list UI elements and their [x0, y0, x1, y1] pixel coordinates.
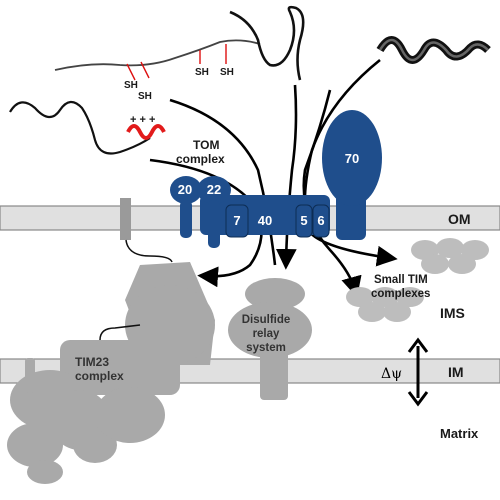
arrow-down-icon — [407, 391, 429, 407]
sh-bond — [126, 63, 136, 81]
small-tim-label: complexes — [371, 288, 430, 300]
disulfide-relay-system — [228, 278, 312, 400]
import-arrow — [303, 58, 398, 267]
om-label: OM — [448, 211, 471, 227]
sh-label: SH — [124, 80, 138, 91]
tom-complex-label: complex — [176, 152, 225, 166]
tom22-subunit — [197, 176, 231, 204]
disulfide-label: relay — [253, 328, 280, 340]
tom22-label: 22 — [207, 182, 221, 197]
hairpin-precursor — [229, 5, 305, 81]
ims-label: IMS — [440, 305, 465, 321]
tom70-subunit — [322, 110, 382, 206]
tom20-subunit — [170, 176, 202, 204]
small-tim-complexes — [346, 238, 489, 322]
im-label: IM — [448, 364, 464, 380]
tether-line — [125, 239, 173, 263]
arrow-up-icon — [407, 337, 429, 353]
tom40-label: 40 — [258, 213, 272, 228]
red-helix-icon — [126, 124, 166, 140]
tom7-label: 7 — [233, 213, 240, 228]
tim23-complex — [7, 262, 215, 484]
cysteine-precursor-chain — [54, 39, 261, 71]
import-arrow — [275, 84, 298, 270]
sh-label: SH — [220, 67, 234, 78]
tom70-label: 70 — [345, 151, 359, 166]
tether-line — [99, 324, 141, 341]
delta-psi-label: Δψ — [381, 366, 402, 382]
tom20-stem — [180, 200, 192, 238]
disulfide-label: system — [246, 342, 286, 354]
tom6-label: 6 — [317, 213, 324, 228]
small-tim-label: Small TIM — [374, 274, 428, 286]
tom20-label: 20 — [178, 182, 192, 197]
tom-complex-label: TOM — [193, 138, 219, 152]
tom22-stem — [208, 200, 220, 248]
import-arrow — [169, 98, 277, 266]
tom6-subunit — [312, 204, 330, 238]
tom5-subunit — [295, 204, 313, 238]
tom-complex — [170, 110, 382, 248]
positive-charges: + + + — [130, 114, 155, 126]
disulfide-label: Disulfide — [242, 314, 291, 326]
helical-precursor — [376, 36, 491, 64]
sh-label: SH — [195, 67, 209, 78]
tim23-label: complex — [75, 369, 124, 383]
om-channel — [120, 198, 131, 240]
tim23-label: TIM23 — [75, 355, 109, 369]
presequence-precursor — [9, 100, 151, 155]
matrix-label: Matrix — [440, 426, 479, 441]
sh-label: SH — [138, 91, 152, 102]
tom5-label: 5 — [300, 213, 307, 228]
sh-bond — [140, 61, 150, 79]
tom7-subunit — [225, 204, 249, 238]
